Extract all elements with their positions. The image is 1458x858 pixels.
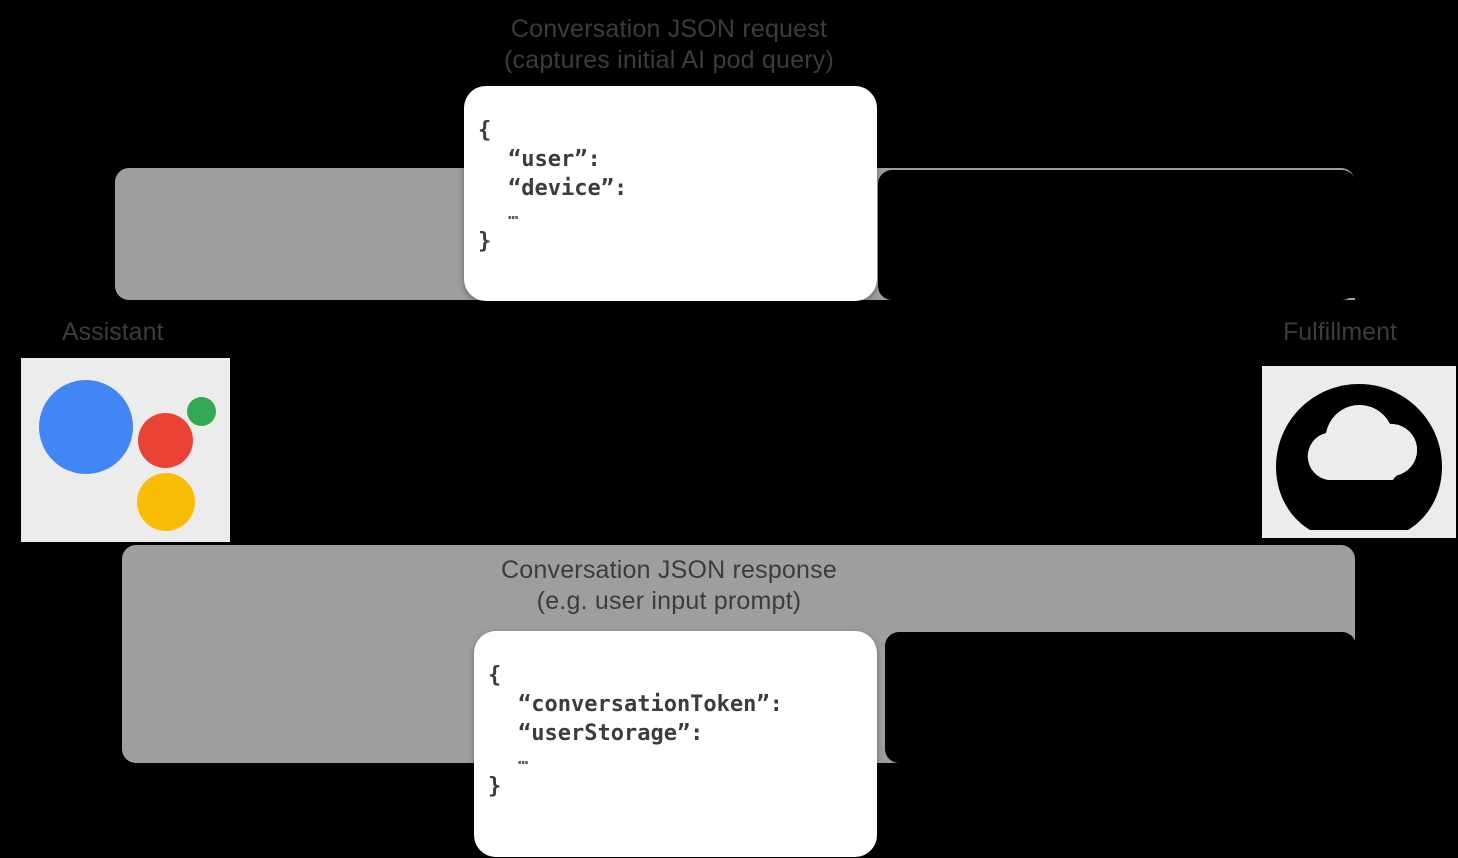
request-label-secondary: (captures initial AI pod query) [504,46,834,75]
fulfillment-node-label: Fulfillment [1283,318,1397,346]
request-json-close-brace: } [478,228,492,254]
backdrop-left-upper [0,168,115,300]
request-band-overlay-panel [878,170,1356,300]
assistant-green-dot-icon [187,397,216,426]
assistant-blue-dot-icon [39,380,133,474]
request-json-ellipsis: … [508,204,519,225]
assistant-red-dot-icon [138,413,193,468]
google-assistant-icon[interactable] [21,358,230,542]
request-json-open-brace: { [478,118,492,143]
backdrop-right-lower [1355,545,1458,763]
response-json-line-conversation-token: “conversationToken”: [518,692,783,718]
cloud-badge-icon [1276,384,1442,530]
backdrop-right-upper [1355,168,1458,300]
response-label-primary: Conversation JSON response [501,556,837,584]
cloud-functions-icon[interactable] [1262,366,1456,538]
response-json-open-brace: { [488,663,502,688]
backdrop-left-lower [0,545,122,763]
request-json-line-device: “device”: [508,176,628,202]
response-band-overlay-panel [885,632,1356,763]
response-json-ellipsis: … [518,749,529,770]
request-label-group: Conversation JSON request (captures init… [429,14,909,77]
backdrop-middle [0,300,1458,545]
response-json-close-brace: } [488,773,502,799]
request-json-card: { “user”: “device”: … } [464,86,877,301]
response-json-card: { “conversationToken”: “userStorage”: … … [474,631,877,857]
response-json-line-user-storage: “userStorage”: [518,721,704,747]
request-json-line-user: “user”: [508,147,601,173]
assistant-yellow-dot-icon [137,473,195,531]
response-label-group: Conversation JSON response (e.g. user in… [429,555,909,618]
response-label-secondary: (e.g. user input prompt) [536,587,802,616]
request-label-primary: Conversation JSON request [510,15,828,43]
assistant-node-label: Assistant [62,318,164,346]
